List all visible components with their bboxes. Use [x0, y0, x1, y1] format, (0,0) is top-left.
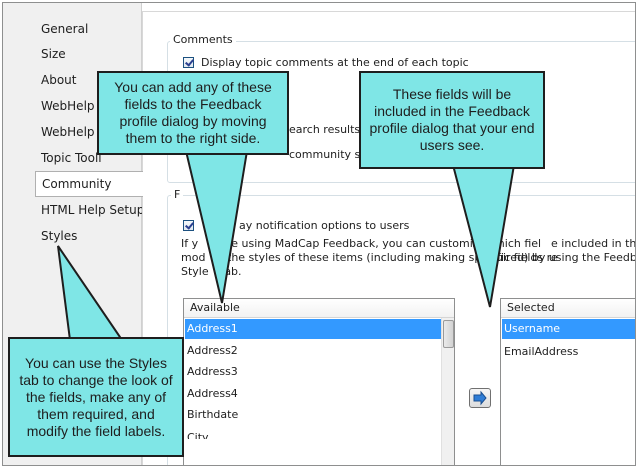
tab-html-help-setup[interactable]: HTML Help Setup — [41, 203, 145, 217]
callout-available-fields: You can add any of these fields to the F… — [97, 71, 289, 155]
left-callout-pointer — [184, 150, 249, 304]
display-topic-comments-label: Display topic comments at the end of eac… — [201, 56, 469, 69]
scrollbar-thumb[interactable] — [443, 320, 454, 348]
move-right-button[interactable] — [469, 388, 491, 408]
tab-webhelp-toolbar[interactable]: WebHelp T — [41, 125, 106, 139]
community-search-label: community se — [289, 148, 368, 161]
feedback-desc-line2-c: uired) by using the Feedbac — [496, 251, 636, 264]
available-list-scrollbar[interactable] — [441, 318, 454, 465]
list-item-address4[interactable]: Address4 — [187, 387, 238, 400]
list-item-address1[interactable]: Address1 — [185, 319, 441, 339]
list-item-city[interactable]: City — [187, 431, 209, 439]
comments-group-title: Comments — [170, 33, 236, 46]
feedback-desc-line2-a: mod — [181, 251, 206, 264]
feedback-group-title: F — [171, 188, 184, 201]
available-fields-list[interactable]: Available Address1 Address2 Address3 Add… — [183, 298, 455, 465]
display-notification-checkbox[interactable] — [183, 220, 194, 231]
feedback-group — [167, 195, 635, 465]
right-callout-pointer — [451, 164, 516, 308]
tab-topic-toolbar[interactable]: Topic Tooll — [41, 151, 102, 165]
tab-general[interactable]: General — [41, 22, 89, 36]
arrow-right-icon — [473, 390, 487, 406]
feedback-desc-line1-c: e included in the user regist — [551, 237, 636, 250]
search-results-label: earch results — [289, 123, 361, 136]
list-item-emailaddress[interactable]: EmailAddress — [504, 345, 579, 358]
bottom-callout-pointer — [57, 245, 124, 341]
tab-about[interactable]: About — [41, 73, 77, 87]
display-topic-comments-checkbox[interactable] — [183, 57, 194, 68]
display-notification-label: ay notification options to users — [239, 219, 410, 232]
list-item-address2[interactable]: Address2 — [187, 344, 238, 357]
tab-community[interactable]: Community — [35, 171, 143, 197]
feedback-desc-line2-b: the styles of these items (including mak… — [227, 251, 558, 264]
feedback-desc-line1-b: re using MadCap Feedback, you can custom… — [227, 237, 542, 250]
list-item-username[interactable]: Username — [502, 319, 635, 339]
tab-styles[interactable]: Styles — [41, 229, 78, 243]
feedback-desc-line3-a: Style — [181, 265, 209, 278]
list-item-birthdate[interactable]: Birthdate — [187, 408, 239, 421]
tab-webhelp-setup[interactable]: WebHelp S — [41, 99, 106, 113]
callout-selected-fields: These fields will be included in the Fee… — [359, 71, 545, 169]
list-item-address3[interactable]: Address3 — [187, 365, 238, 378]
tab-size[interactable]: Size — [41, 47, 66, 61]
available-column-header: Available — [184, 299, 454, 318]
callout-styles-tab: You can use the Styles tab to change the… — [8, 337, 184, 457]
selected-column-header: Selected — [501, 299, 635, 318]
selected-fields-list[interactable]: Selected Username EmailAddress — [500, 298, 635, 465]
feedback-desc-line1-a: If y — [181, 237, 199, 250]
